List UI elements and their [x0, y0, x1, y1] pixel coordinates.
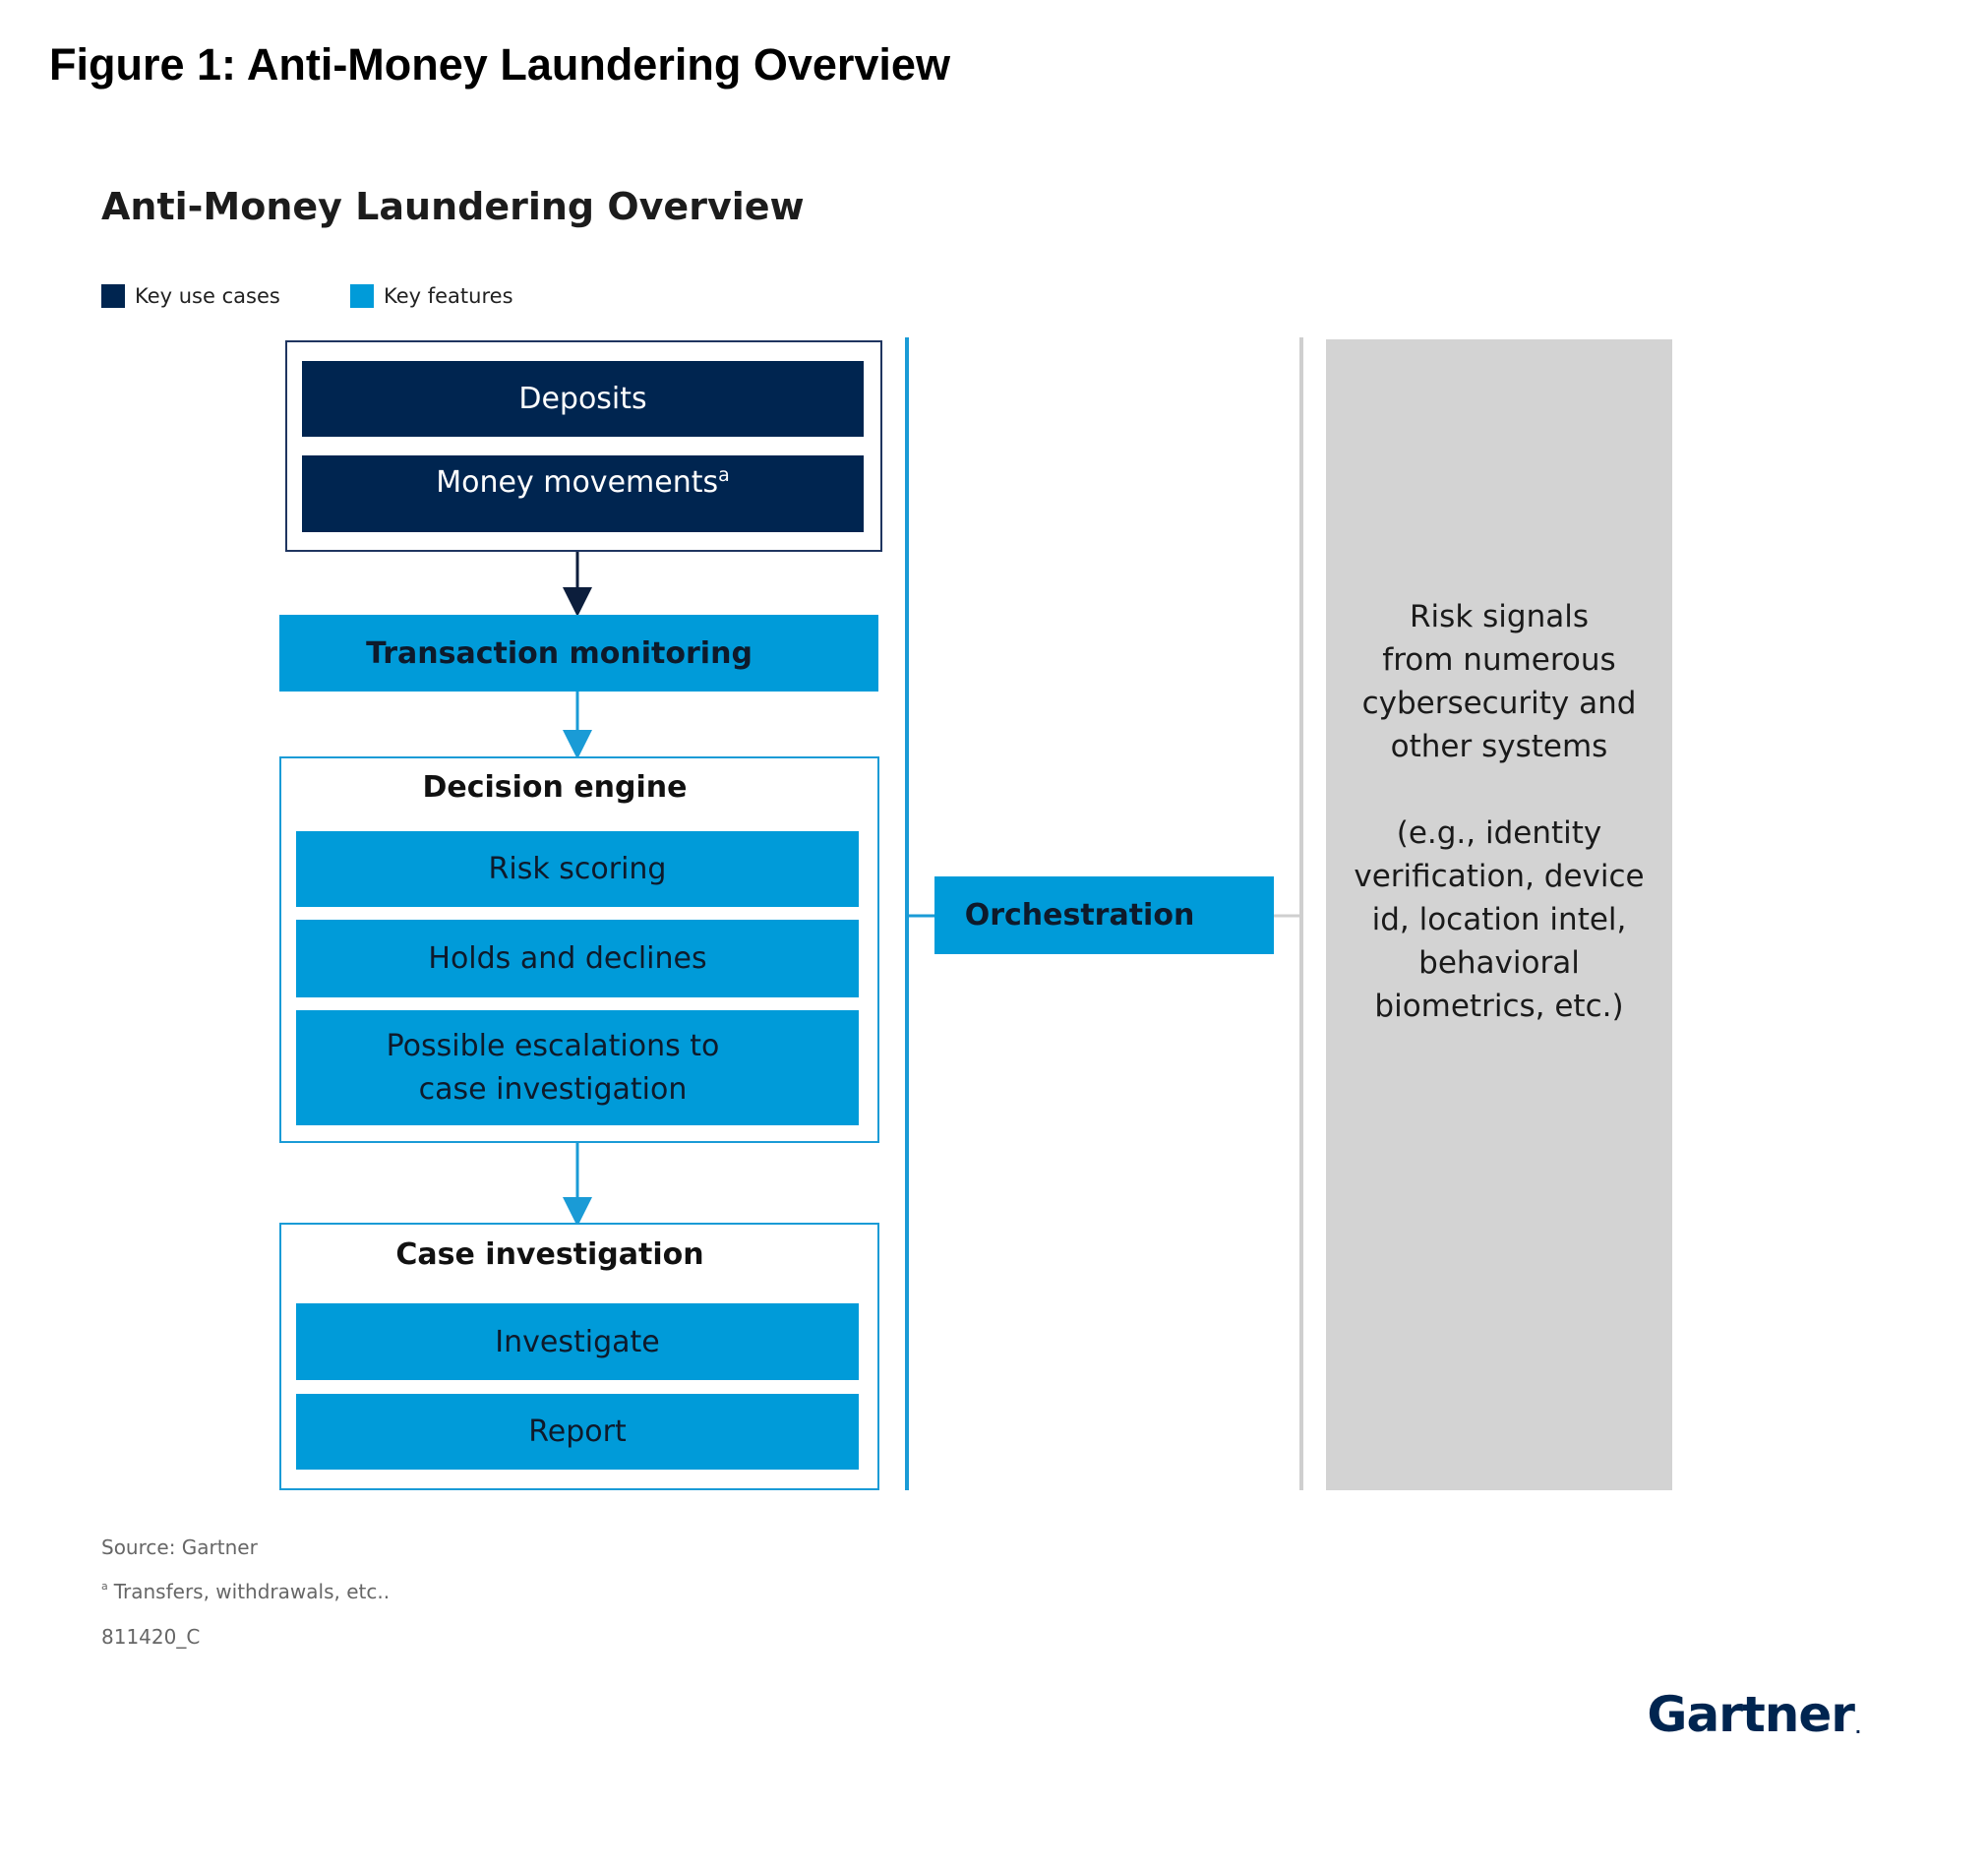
case-investigation-heading: Case investigation — [395, 1237, 704, 1272]
legend-label: Key use cases — [135, 284, 280, 308]
risk-signals-panel: Risk signals from numerous cybersecurity… — [1326, 339, 1672, 1490]
legend-label: Key features — [384, 284, 513, 308]
escalations-box: Possible escalations to case investigati… — [296, 1010, 859, 1125]
legend-swatch-blue — [350, 284, 374, 308]
footnote-marker: a — [718, 464, 730, 486]
gartner-logo: Gartner. — [1647, 1686, 1861, 1743]
legend-key-use-cases: Key use cases — [101, 284, 280, 308]
risk-scoring-box: Risk scoring — [296, 831, 859, 907]
report-box: Report — [296, 1394, 859, 1470]
decision-engine-heading: Decision engine — [422, 770, 688, 805]
investigate-box: Investigate — [296, 1303, 859, 1380]
holds-declines-box: Holds and declines — [296, 920, 859, 997]
figure-title: Figure 1: Anti-Money Laundering Overview — [49, 39, 950, 90]
risk-signals-examples: (e.g., identity verification, device id,… — [1354, 814, 1645, 1025]
transfers-note: a Transfers, withdrawals, etc.. — [101, 1580, 390, 1603]
legend-key-features: Key features — [350, 284, 513, 308]
money-movements-label: Money movements — [436, 465, 719, 500]
diagram-title: Anti-Money Laundering Overview — [101, 185, 805, 228]
footnote-marker: a — [101, 1580, 108, 1593]
orchestration-box: Orchestration — [934, 876, 1274, 954]
gartner-logo-text: Gartner — [1647, 1686, 1855, 1743]
gartner-logo-dot: . — [1854, 1718, 1861, 1737]
deposits-box: Deposits — [302, 361, 864, 437]
transfers-note-text: Transfers, withdrawals, etc.. — [113, 1580, 391, 1603]
legend-swatch-dark — [101, 284, 125, 308]
source-note: Source: Gartner — [101, 1535, 258, 1559]
risk-signals-text: Risk signals from numerous cybersecurity… — [1361, 598, 1637, 764]
transaction-monitoring-box: Transaction monitoring — [279, 615, 878, 692]
figure-id: 811420_C — [101, 1625, 201, 1649]
